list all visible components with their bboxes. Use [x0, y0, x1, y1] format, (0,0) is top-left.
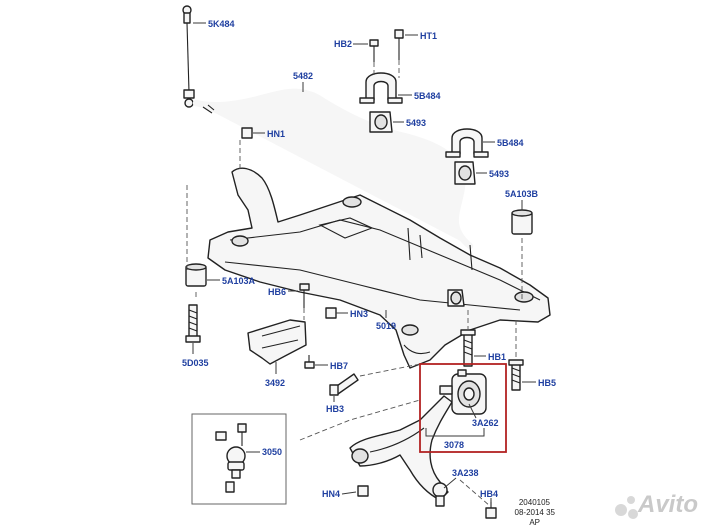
lower-control-arm: [349, 395, 453, 501]
callout-3a238: 3A238: [452, 468, 479, 478]
callout-hb4: HB4: [480, 489, 498, 499]
callout-5493-top: 5493: [406, 118, 426, 128]
callout-5493-mid: 5493: [489, 169, 509, 179]
callout-3492: 3492: [265, 378, 285, 388]
footer-line-1: 2040105: [518, 498, 550, 507]
callout-labels: 5K484 HB2 HT1 5482 5B484 HN1 5493 5B484 …: [182, 19, 556, 499]
callout-ht1: HT1: [420, 31, 437, 41]
subframe: [207, 167, 551, 369]
bushing-5a103a: [185, 263, 207, 287]
callout-hb3: HB3: [326, 404, 344, 414]
ball-joint-3050: [215, 423, 247, 493]
callout-3078: 3078: [444, 440, 464, 450]
avito-logo-icon: [615, 496, 638, 519]
callout-hb2: HB2: [334, 39, 352, 49]
bolt-hb5: [508, 359, 524, 391]
footer-line-3: AP: [529, 518, 540, 527]
footer-line-2: 08-2014 35: [514, 508, 555, 517]
callout-hn4: HN4: [322, 489, 340, 499]
nut-hn1: [241, 127, 253, 139]
bar-bushing-top: [369, 111, 393, 133]
bolt-hb1: [460, 329, 476, 367]
bolt-hb6: [299, 283, 310, 308]
callout-5d035: 5D035: [182, 358, 209, 368]
leader-lines: [192, 22, 536, 502]
bolt-hb4: [485, 500, 497, 519]
callout-5b484-top: 5B484: [414, 91, 441, 101]
ball-joint-inset: [191, 413, 287, 505]
bar-clamp-top: [359, 72, 403, 104]
bolt-hb3: [329, 373, 359, 396]
callout-3a262: 3A262: [472, 418, 499, 428]
bolt-5d035: [185, 304, 201, 343]
callout-hn1: HN1: [267, 129, 285, 139]
callout-hb5: HB5: [538, 378, 556, 388]
bracket-3492: [247, 319, 307, 365]
bushing-3a262: [439, 369, 487, 415]
stabilizer-link: [182, 5, 195, 108]
callout-5a103a: 5A103A: [222, 276, 256, 286]
stabilizer-bar: [192, 88, 474, 250]
bar-clamp-mid: [445, 128, 489, 158]
callout-5482: 5482: [293, 71, 313, 81]
stud-ht1: [394, 29, 404, 60]
callout-3050: 3050: [262, 447, 282, 457]
callout-hb6: HB6: [268, 287, 286, 297]
callout-5a103b: 5A103B: [505, 189, 539, 199]
bolt-hb2: [369, 39, 379, 62]
bolt-hb7: [304, 355, 315, 369]
bar-bushing-mid: [454, 161, 476, 185]
callout-5019: 5019: [376, 321, 396, 331]
bushing-5a103b: [511, 209, 533, 235]
callout-5b484-mid: 5B484: [497, 138, 524, 148]
callout-5k484: 5K484: [208, 19, 235, 29]
callout-hb7: HB7: [330, 361, 348, 371]
nut-hn4: [357, 485, 369, 497]
callout-hb1: HB1: [488, 352, 506, 362]
nut-hn3: [325, 307, 337, 319]
ball-joint-3a238: [432, 482, 448, 507]
callout-hn3: HN3: [350, 309, 368, 319]
avito-watermark-text: Avito: [638, 491, 698, 518]
highlight-box: [419, 363, 507, 453]
